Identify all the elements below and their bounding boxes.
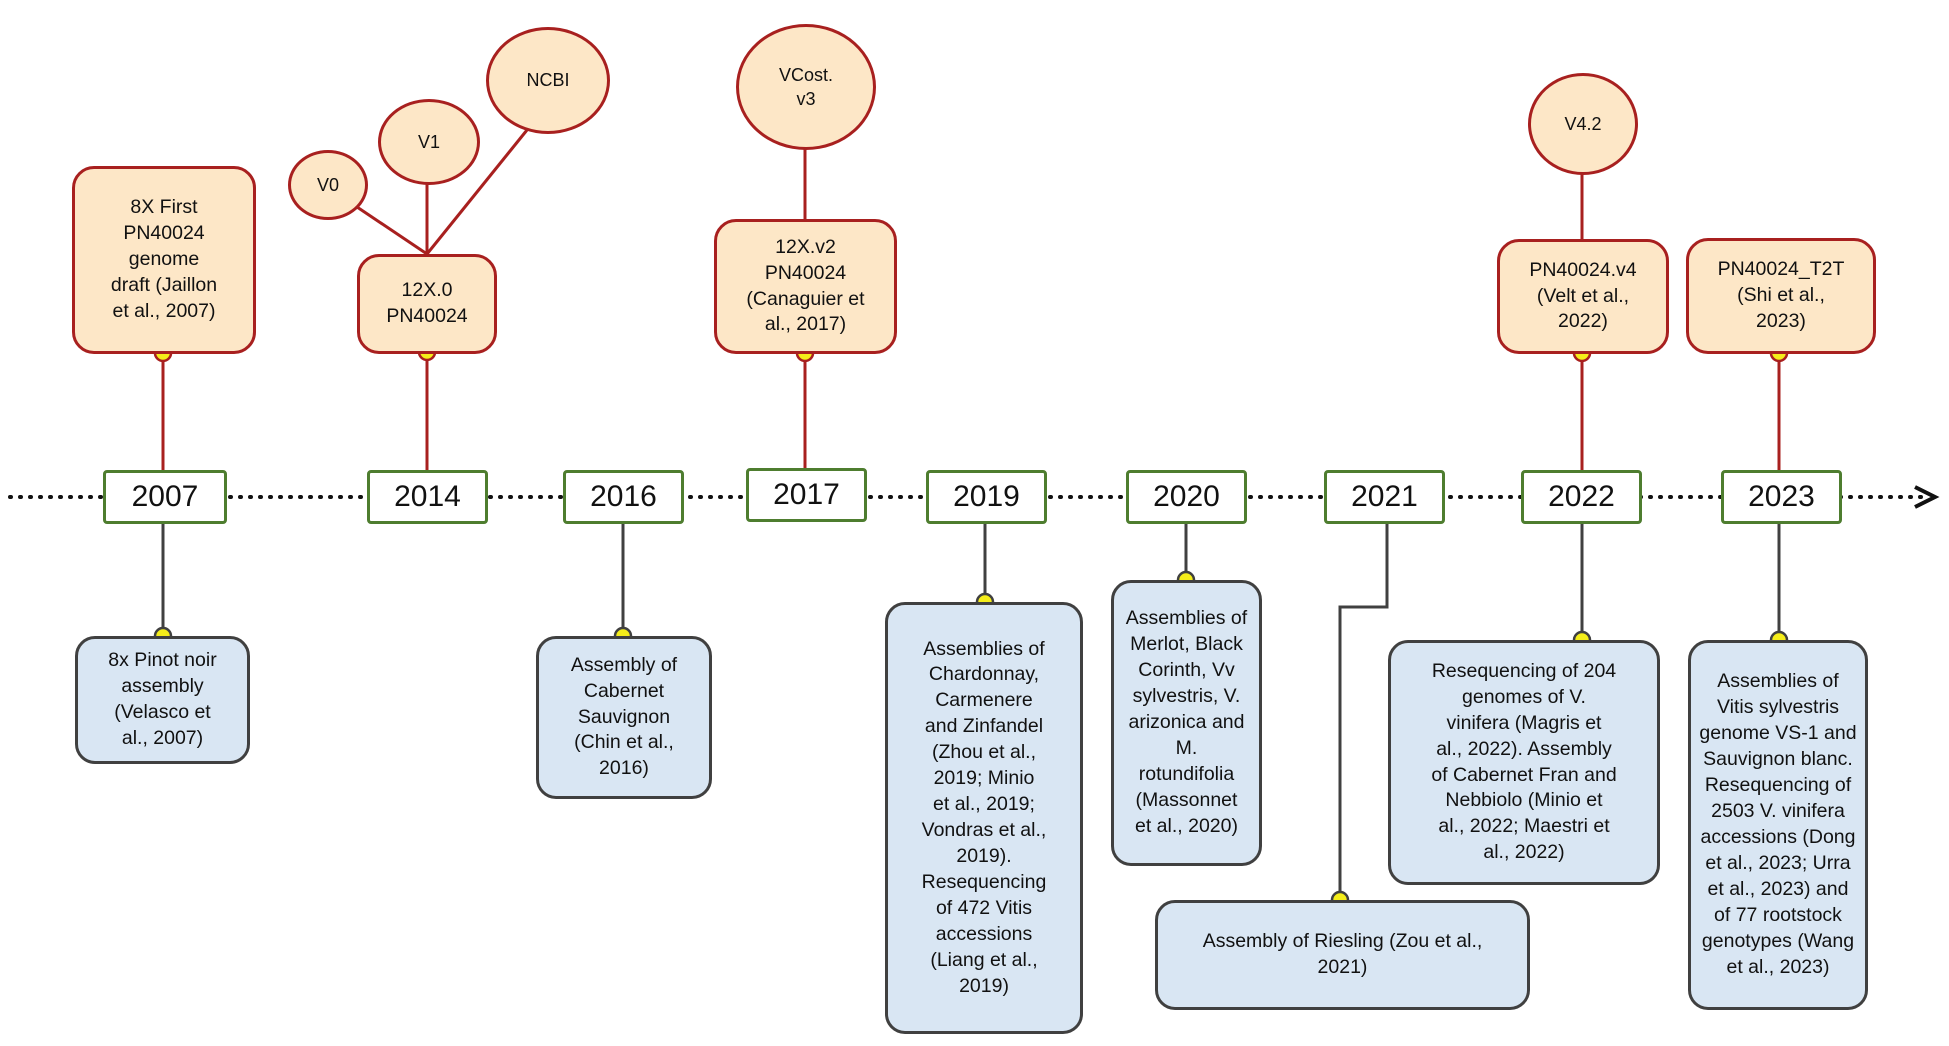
bottom-box-2016: Assembly of Cabernet Sauvignon (Chin et …: [536, 636, 712, 799]
year-box-2022: 2022: [1521, 470, 1642, 524]
top-box-2017: 12X.v2 PN40024 (Canaguier et al., 2017): [714, 219, 897, 354]
version-bubble-v1: V1: [378, 99, 480, 185]
year-box-2019: 2019: [926, 470, 1047, 524]
version-bubble-ncbi: NCBI: [486, 27, 610, 134]
year-box-2016: 2016: [563, 470, 684, 524]
year-box-2014: 2014: [367, 470, 488, 524]
year-box-2020: 2020: [1126, 470, 1247, 524]
connector-2021-bottom: [1338, 524, 1389, 900]
bottom-box-2007: 8x Pinot noir assembly (Velasco et al., …: [75, 636, 250, 764]
top-box-2007: 8X First PN40024 genome draft (Jaillon e…: [72, 166, 256, 354]
version-bubble-v0: V0: [288, 150, 368, 220]
timeline-arrowhead: [1914, 485, 1940, 509]
year-box-2021: 2021: [1324, 470, 1445, 524]
year-box-2017: 2017: [746, 468, 867, 522]
top-box-2014: 12X.0 PN40024: [357, 254, 497, 354]
connector-v0: [356, 205, 428, 256]
version-bubble-vcost-v3: VCost. v3: [736, 24, 876, 150]
bottom-box-2021: Assembly of Riesling (Zou et al., 2021): [1155, 900, 1530, 1010]
bottom-box-2022: Resequencing of 204 genomes of V. vinife…: [1388, 640, 1660, 885]
version-bubble-v4-2: V4.2: [1528, 73, 1638, 175]
bottom-box-2023: Assemblies of Vitis sylvestris genome VS…: [1688, 640, 1868, 1010]
year-box-2007: 2007: [103, 470, 227, 524]
top-box-2023: PN40024_T2T (Shi et al., 2023): [1686, 238, 1876, 354]
bottom-box-2020: Assemblies of Merlot, Black Corinth, Vv …: [1111, 580, 1262, 866]
top-box-2022: PN40024.v4 (Velt et al., 2022): [1497, 239, 1669, 354]
year-box-2023: 2023: [1721, 470, 1842, 524]
connector-ncbi: [425, 129, 529, 255]
bottom-box-2019: Assemblies of Chardonnay, Carmenere and …: [885, 602, 1083, 1034]
